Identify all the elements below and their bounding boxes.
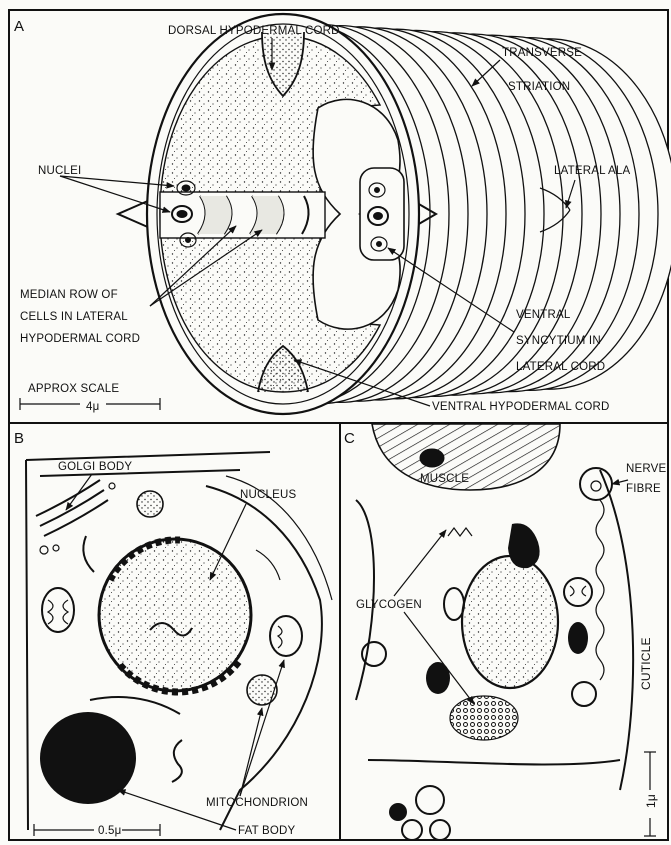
cell-nucleus-c <box>462 556 558 688</box>
nerve-fibre <box>580 468 612 500</box>
median-row-label-3: HYPODERMAL CORD <box>20 333 140 345</box>
nerve-label-2: FIBRE <box>626 483 661 495</box>
nucleus <box>99 539 251 692</box>
cuticle-label: CUTICLE <box>639 637 653 690</box>
scale-a-title: APPROX SCALE <box>28 383 119 395</box>
lateral-ala-label: LATERAL ALA <box>554 165 630 177</box>
panel-b-letter: B <box>14 430 24 447</box>
body-cross-section <box>147 14 419 414</box>
scale-b-value: 0.5μ <box>98 825 121 837</box>
ventral-syncytium-label-1: VENTRAL <box>516 309 571 321</box>
fat-body <box>40 712 136 804</box>
ventral-syncytium-label-3: LATERAL CORD <box>516 361 605 373</box>
nuclei-label: NUCLEI <box>38 165 81 177</box>
ventral-cord-label: VENTRAL HYPODERMAL CORD <box>432 401 610 413</box>
scale-a-value: 4μ <box>86 401 99 413</box>
median-row-label-2: CELLS IN LATERAL <box>20 311 128 323</box>
glycogen-cluster <box>450 696 518 740</box>
panel-a: A <box>14 14 671 414</box>
mitochondrion-label: MITOCHONDRION <box>206 797 308 809</box>
golgi-body <box>36 480 115 554</box>
glycogen-label: GLYCOGEN <box>356 599 422 611</box>
dorsal-cord-label: DORSAL HYPODERMAL CORD <box>168 25 340 37</box>
panel-c-letter: C <box>344 430 355 447</box>
panel-c: C MUSCLE NERV <box>344 424 667 840</box>
scale-c-value: 1μ <box>644 794 658 808</box>
fat-body-label: FAT BODY <box>238 825 296 837</box>
panel-a-letter: A <box>14 18 24 35</box>
striation-label: STRIATION <box>508 81 570 93</box>
panel-b: B <box>14 430 332 837</box>
transverse-label: TRANSVERSE <box>502 47 582 59</box>
nerve-label-1: NERVE <box>626 463 667 475</box>
nucleus-label: NUCLEUS <box>240 489 296 501</box>
ventral-syncytium-label-2: SYNCYTIUM IN <box>516 335 601 347</box>
muscle-label: MUSCLE <box>420 473 469 485</box>
golgi-label: GOLGI BODY <box>58 461 132 473</box>
median-row-label-1: MEDIAN ROW OF <box>20 289 118 301</box>
